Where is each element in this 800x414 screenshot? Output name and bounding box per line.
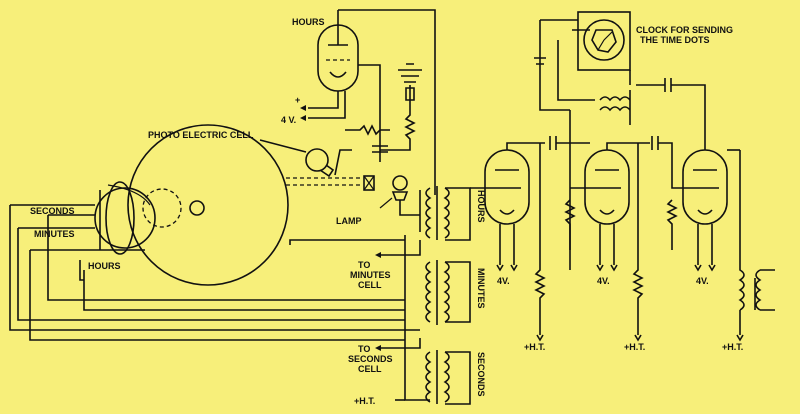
label-photo-cell: PHOTO ELECTRIC CELL xyxy=(148,130,254,140)
label-valve2-4v: 4V. xyxy=(597,276,610,286)
label-valve1-4v: 4V. xyxy=(497,276,510,286)
clock xyxy=(534,11,690,125)
label-minutes: MINUTES xyxy=(34,229,75,239)
label-hours-disc: HOURS xyxy=(88,261,121,271)
label-coil-hours: HOURS xyxy=(476,190,486,223)
label-to-seconds-3: CELL xyxy=(358,364,382,374)
label-to-seconds-1: TO xyxy=(358,344,370,354)
contact-wires xyxy=(9,204,420,341)
label-ht-2: +H.T. xyxy=(624,342,645,352)
transformer-coils xyxy=(289,186,471,405)
label-4v-top: 4 V. xyxy=(281,115,296,125)
valve-3 xyxy=(666,84,775,342)
hours-valve xyxy=(300,9,436,195)
label-coil-minutes: MINUTES xyxy=(476,268,486,309)
label-lamp: LAMP xyxy=(336,216,362,226)
label-to-minutes-1: TO xyxy=(358,260,370,270)
label-valve3-4v: 4V. xyxy=(696,276,709,286)
label-ht-3: +H.T. xyxy=(722,342,743,352)
label-clock-1: CLOCK FOR SENDING xyxy=(636,25,733,35)
valve-1 xyxy=(470,136,590,342)
label-coil-seconds: SECONDS xyxy=(476,352,486,397)
label-plus-top: + xyxy=(295,95,300,105)
label-to-minutes-2: MINUTES xyxy=(350,270,391,280)
label-to-minutes-3: CELL xyxy=(358,280,382,290)
label-seconds: SECONDS xyxy=(30,206,75,216)
label-ht-bottom: +H.T. xyxy=(354,396,375,406)
valve-2 xyxy=(564,110,691,342)
label-clock-2: THE TIME DOTS xyxy=(640,35,710,45)
label-to-seconds-2: SECONDS xyxy=(348,354,393,364)
label-hours-valve: HOURS xyxy=(292,17,325,27)
photo-cell-and-lamp xyxy=(259,139,420,216)
label-ht-1: +H.T. xyxy=(524,342,545,352)
rotating-disc xyxy=(86,124,289,286)
